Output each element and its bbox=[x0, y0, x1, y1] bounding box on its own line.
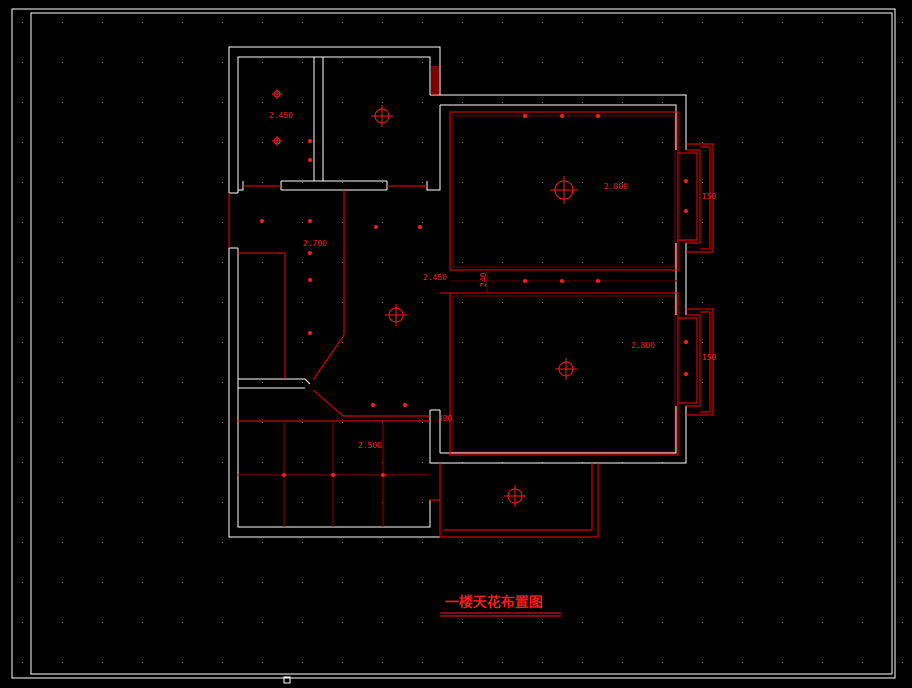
light-fixtures bbox=[272, 89, 578, 507]
height-label: 2.450 bbox=[423, 273, 447, 282]
height-label: 2.450 bbox=[269, 111, 293, 120]
height-label: 2.800 bbox=[604, 182, 628, 191]
walls bbox=[228, 46, 687, 538]
dimension-label: 150 bbox=[702, 192, 717, 201]
title-text: 一楼天花布置图 bbox=[445, 594, 543, 611]
height-label: 2.700 bbox=[303, 239, 327, 248]
height-label: 2.500 bbox=[358, 441, 382, 450]
dimension-label: 300 bbox=[438, 414, 453, 423]
height-label: 2.800 bbox=[631, 341, 655, 350]
downlights bbox=[260, 114, 688, 477]
ucs-marker[interactable] bbox=[283, 676, 291, 684]
labels: 2.450 2.700 2.450 2.800 2.800 2.500 150 … bbox=[269, 111, 717, 450]
drawing-frame bbox=[11, 8, 896, 679]
drawing-title: 一楼天花布置图 bbox=[440, 594, 561, 617]
dimension-label: 150 bbox=[702, 353, 717, 362]
dimension-label: 240 bbox=[479, 272, 488, 287]
